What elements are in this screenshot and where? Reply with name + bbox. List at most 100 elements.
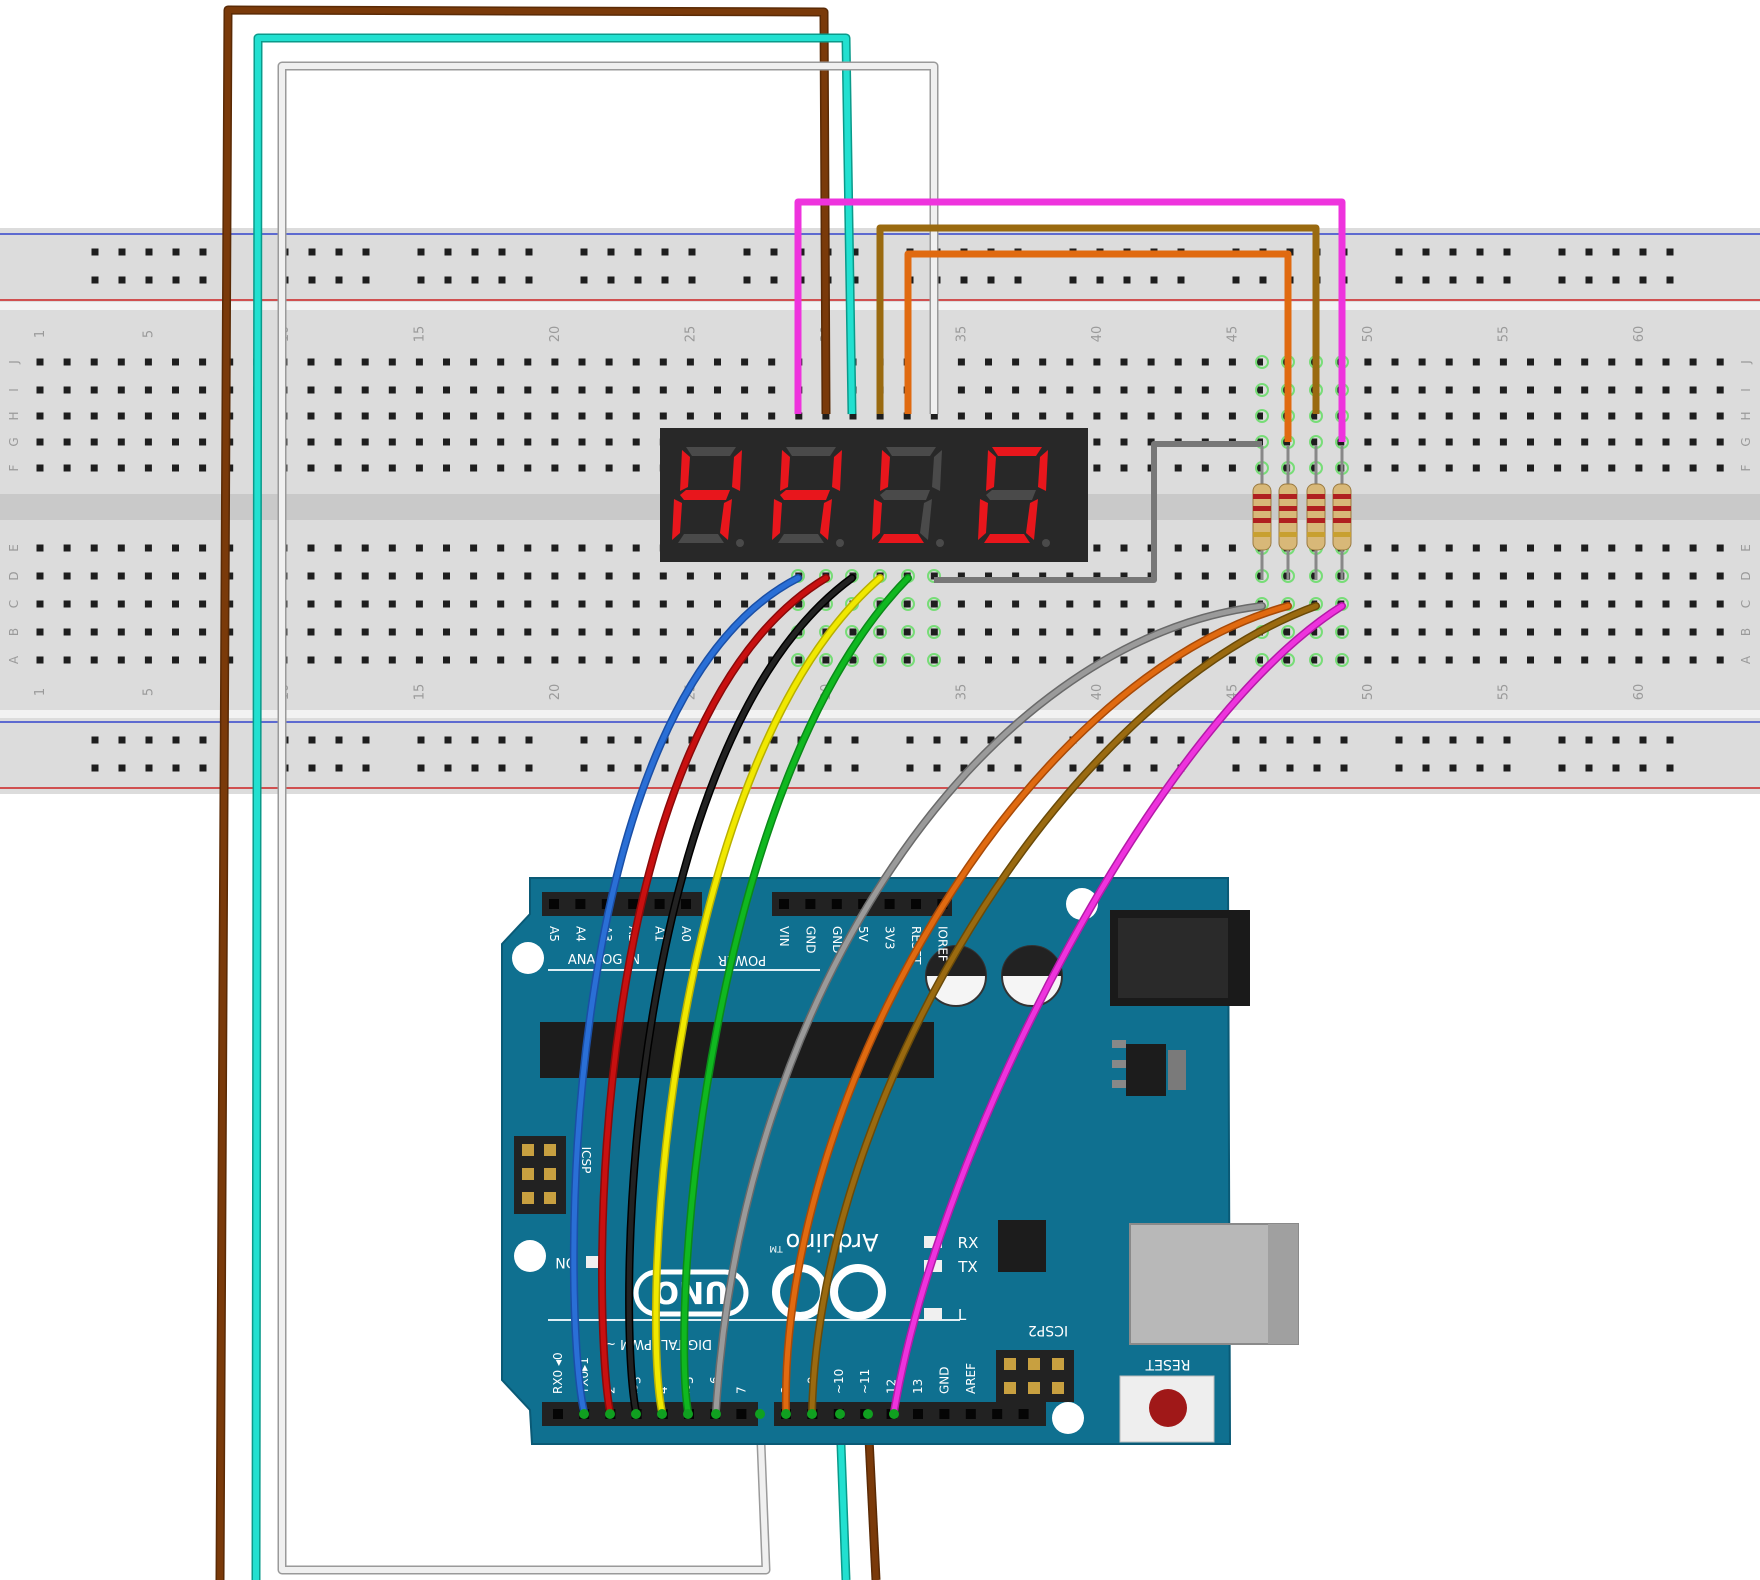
breadboard-hole xyxy=(1716,412,1724,420)
rail-hole xyxy=(634,764,642,772)
breadboard-hole xyxy=(1554,572,1562,580)
rail-hole xyxy=(525,248,533,256)
rail-hole xyxy=(471,248,479,256)
breadboard-hole xyxy=(1039,386,1047,394)
pin-label: A0 xyxy=(679,926,693,942)
rail-hole xyxy=(335,248,343,256)
rail-hole xyxy=(743,736,751,744)
resistor xyxy=(1332,446,1352,580)
breadboard-hole xyxy=(1581,600,1589,608)
breadboard-hole xyxy=(605,544,613,552)
breadboard-hole xyxy=(930,628,938,636)
voltage-regulator xyxy=(1126,1044,1166,1096)
breadboard-hole xyxy=(1364,544,1372,552)
breadboard-hole xyxy=(957,656,965,664)
breadboard-hole xyxy=(957,386,965,394)
decimal-point xyxy=(936,539,944,547)
breadboard-hole xyxy=(1364,412,1372,420)
rail-gap-bottom xyxy=(0,710,1760,718)
breadboard-hole xyxy=(497,656,505,664)
rail-hole xyxy=(1558,764,1566,772)
column-label: 40 xyxy=(1090,684,1105,701)
breadboard-hole xyxy=(1201,656,1209,664)
breadboard-hole xyxy=(876,656,884,664)
breadboard-hole xyxy=(1201,358,1209,366)
breadboard-hole xyxy=(1201,600,1209,608)
breadboard-hole xyxy=(415,438,423,446)
pin-label: IOREF xyxy=(935,926,949,962)
power-jack-inner xyxy=(1118,918,1228,998)
rail-hole xyxy=(634,736,642,744)
breadboard-hole xyxy=(90,600,98,608)
rail-hole xyxy=(1123,276,1131,284)
breadboard-hole xyxy=(1689,358,1697,366)
breadboard-hole xyxy=(497,358,505,366)
breadboard-hole xyxy=(388,358,396,366)
breadboard-hole xyxy=(849,656,857,664)
rail-hole xyxy=(1503,764,1511,772)
breadboard-hole xyxy=(144,628,152,636)
breadboard-hole xyxy=(768,386,776,394)
used-hole xyxy=(927,653,941,667)
breadboard-hole xyxy=(415,412,423,420)
breadboard-hole xyxy=(1418,412,1426,420)
rail-hole xyxy=(1503,736,1511,744)
breadboard-hole xyxy=(985,628,992,636)
breadboard-hole xyxy=(903,656,911,664)
row-label: A xyxy=(1739,655,1753,664)
breadboard-hole xyxy=(1608,544,1616,552)
reset-button[interactable] xyxy=(1149,1389,1187,1427)
rail-hole xyxy=(933,736,941,744)
breadboard-hole xyxy=(578,358,586,366)
breadboard-hole xyxy=(1418,628,1426,636)
breadboard-hole xyxy=(388,656,396,664)
breadboard-hole xyxy=(1039,572,1047,580)
breadboard-hole xyxy=(307,544,315,552)
breadboard-hole xyxy=(36,572,44,580)
rail-hole xyxy=(688,248,696,256)
wire-endpoints xyxy=(579,1409,899,1419)
breadboard-hole xyxy=(334,412,342,420)
breadboard-hole xyxy=(605,438,613,446)
header-pin xyxy=(1018,1409,1029,1419)
rail-hole xyxy=(1558,736,1566,744)
resistor xyxy=(1252,446,1272,580)
breadboard-hole xyxy=(307,386,315,394)
breadboard-hole xyxy=(741,600,749,608)
breadboard-hole xyxy=(1499,358,1507,366)
breadboard-hole xyxy=(63,628,71,636)
breadboard-hole xyxy=(1662,464,1670,472)
breadboard-hole xyxy=(307,656,315,664)
icsp2-pin xyxy=(1004,1382,1016,1394)
breadboard-hole xyxy=(199,464,207,472)
rail-hole xyxy=(1096,276,1104,284)
breadboard-hole xyxy=(1174,544,1182,552)
seven-segment-display xyxy=(660,428,1088,562)
breadboard-hole xyxy=(659,628,667,636)
breadboard-hole xyxy=(686,386,694,394)
breadboard-hole xyxy=(605,464,613,472)
header-pin xyxy=(858,899,869,909)
breadboard-hole xyxy=(199,438,207,446)
row-label: B xyxy=(7,628,21,636)
long-wires xyxy=(215,5,939,1580)
segment xyxy=(986,450,996,491)
rail-hole xyxy=(1449,764,1457,772)
used-hole xyxy=(873,625,887,639)
rail-hole xyxy=(525,764,533,772)
rail-hole xyxy=(987,276,995,284)
rail-hole xyxy=(1069,764,1077,772)
breadboard-hole xyxy=(1499,544,1507,552)
breadboard-hole xyxy=(1174,412,1182,420)
used-hole xyxy=(901,625,915,639)
breadboard-hole xyxy=(1499,572,1507,580)
segment xyxy=(1026,499,1038,540)
breadboard-hole xyxy=(1445,412,1453,420)
breadboard-hole xyxy=(1689,438,1697,446)
header-pin xyxy=(992,1409,1003,1419)
breadboard-hole xyxy=(470,464,478,472)
breadboard-hole xyxy=(144,358,152,366)
breadboard-hole xyxy=(307,358,315,366)
breadboard-hole xyxy=(90,464,98,472)
breadboard-hole xyxy=(903,412,911,420)
